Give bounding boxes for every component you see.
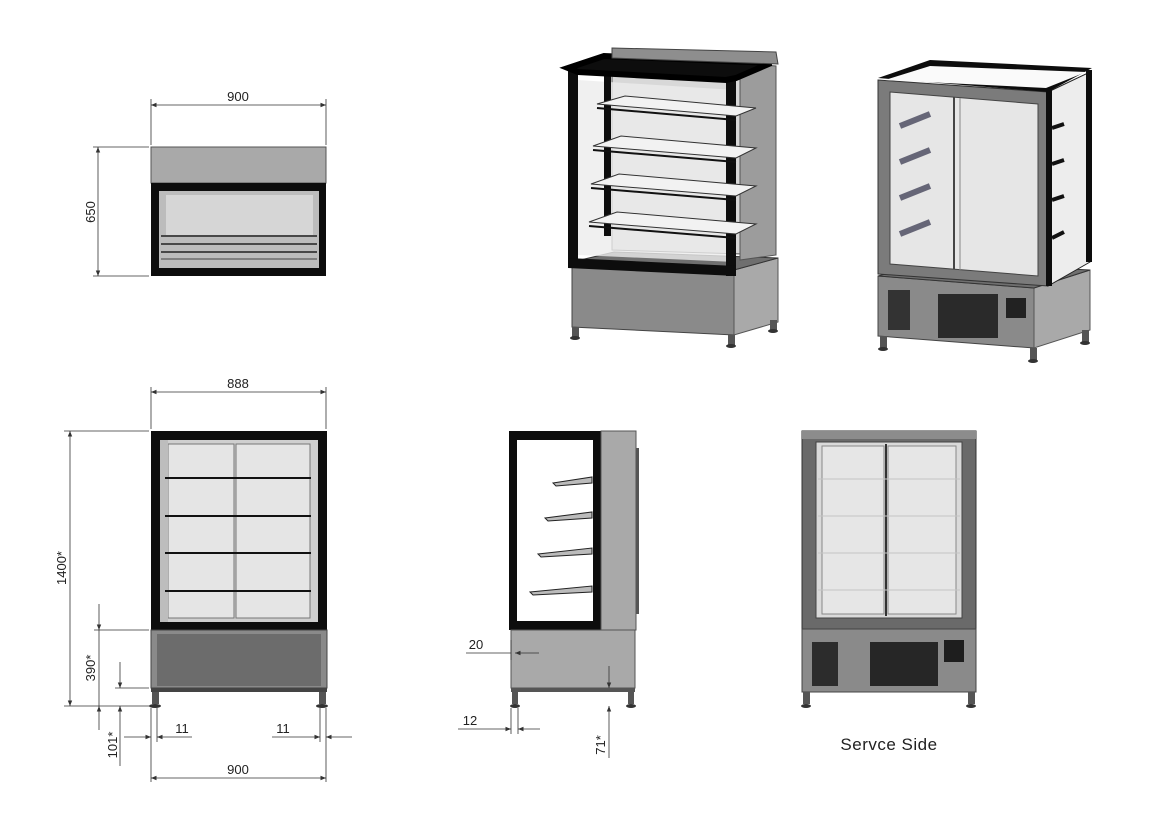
dim-total-height: 1400*	[54, 551, 69, 585]
dim-offset-right: 11	[276, 721, 290, 736]
dim-side-leg-offset: 12	[463, 713, 477, 728]
service-view: Servce Side	[801, 430, 977, 754]
dim-leg-height: 101*	[105, 732, 120, 759]
top-view: 900 650	[83, 89, 327, 277]
dim-side-inset: 20	[469, 637, 483, 652]
isometric-view-front	[559, 47, 779, 348]
front-view: 888 1400* 390* 101* 11 11 900	[54, 376, 352, 782]
dim-base-height: 390*	[83, 655, 98, 682]
dim-side-leg-height: 71*	[593, 735, 608, 755]
iso-shelves	[588, 95, 758, 239]
isometric-view-service	[877, 60, 1092, 363]
dim-top-width: 900	[227, 89, 249, 104]
dim-bottom-width: 900	[227, 762, 249, 777]
side-view: 20 12 71*	[458, 430, 639, 758]
dim-offset-left: 11	[175, 721, 189, 736]
service-side-caption: Servce Side	[840, 735, 937, 754]
dim-top-depth: 650	[83, 201, 98, 223]
iso-service-shelves	[898, 111, 1065, 240]
dim-front-width: 888	[227, 376, 249, 391]
